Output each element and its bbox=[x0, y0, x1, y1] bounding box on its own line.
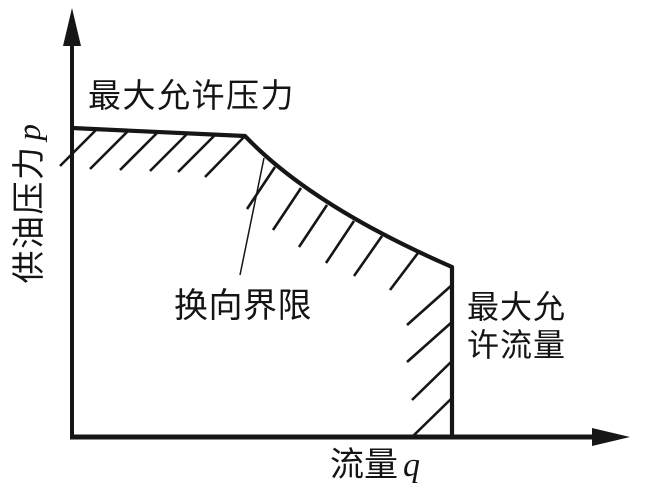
y-axis-label: 供油压力 p bbox=[12, 103, 55, 303]
x-axis-label-text: 流量 bbox=[330, 447, 398, 484]
x-axis-symbol: q bbox=[403, 447, 420, 484]
hatch-mark bbox=[388, 252, 420, 291]
hatch-mark bbox=[297, 204, 329, 248]
hatch-mark bbox=[352, 235, 384, 277]
reversing-limit-label: 换向界限 bbox=[174, 288, 312, 325]
max-pressure-label: 最大允许压力 bbox=[88, 79, 295, 115]
hatch-mark bbox=[204, 136, 245, 178]
y-axis-label-text: 供油压力 bbox=[12, 145, 48, 284]
hatch-mark bbox=[119, 131, 159, 171]
y-axis-symbol: p bbox=[12, 122, 48, 141]
hatch-mark bbox=[406, 321, 453, 363]
hatch-mark bbox=[177, 133, 217, 173]
hatch-mark bbox=[149, 132, 189, 172]
hatch-mark bbox=[324, 220, 356, 264]
y-axis-arrowhead bbox=[63, 8, 81, 46]
max-flow-label: 最大允 许流量 bbox=[467, 288, 566, 364]
hatch-mark bbox=[411, 360, 453, 401]
hatch-mark bbox=[59, 129, 97, 167]
boundary-limit-curve bbox=[71, 125, 455, 437]
hatch-mark bbox=[245, 166, 277, 210]
hatch-mark bbox=[406, 284, 453, 326]
hatch-mark bbox=[89, 130, 129, 170]
hatch-mark bbox=[411, 397, 453, 438]
max-flow-label-line2: 许流量 bbox=[467, 327, 567, 363]
max-flow-label-line1: 最大允 bbox=[467, 289, 567, 325]
leader-line bbox=[239, 157, 265, 276]
x-axis-arrowhead bbox=[592, 428, 630, 446]
hatch-mark bbox=[271, 187, 303, 231]
